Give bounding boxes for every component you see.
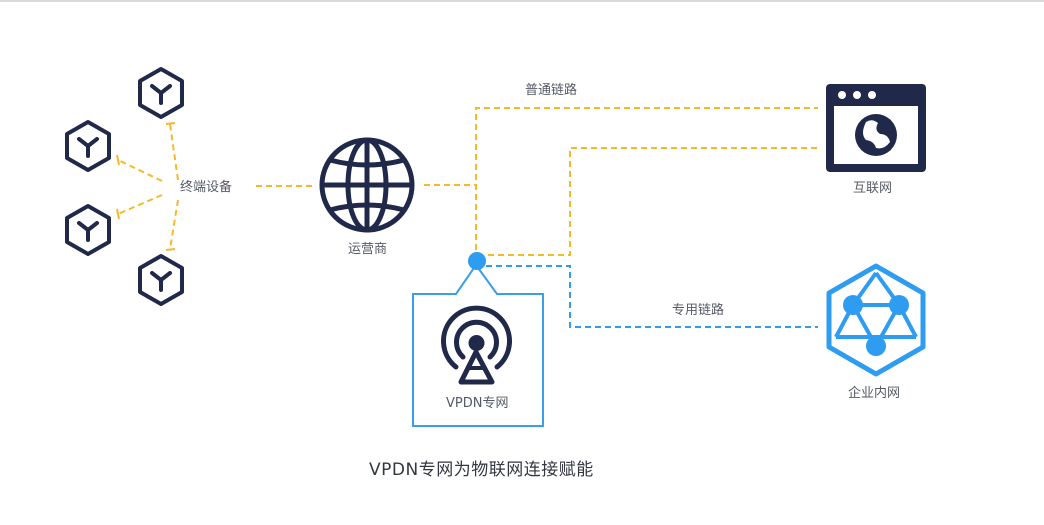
public-link-label: 普通链路	[525, 83, 578, 98]
enterprise-label: 企业内网	[848, 386, 901, 401]
terminal-links	[117, 123, 179, 250]
private-link-label: 专用链路	[672, 303, 725, 318]
link-end-ticks	[116, 122, 176, 251]
top-rule	[0, 0, 1044, 2]
junction-dot	[468, 252, 486, 270]
antenna-icon	[441, 305, 512, 385]
internet-label: 互联网	[853, 181, 893, 196]
diagram-caption: VPDN专网为物联网连接赋能	[369, 460, 594, 480]
cube-icon	[65, 204, 111, 256]
cube-icon	[65, 120, 111, 172]
globe-icon	[319, 137, 415, 233]
carrier-label: 运营商	[348, 242, 388, 257]
public-links	[424, 107, 818, 256]
private-link	[486, 265, 818, 328]
cube-icon	[138, 67, 184, 119]
browser-globe-icon	[826, 84, 926, 172]
hexagon-network-icon	[826, 263, 926, 377]
cube-icon	[138, 254, 184, 306]
vpdn-label: VPDN专网	[446, 396, 509, 411]
terminal-label: 终端设备	[180, 180, 233, 195]
